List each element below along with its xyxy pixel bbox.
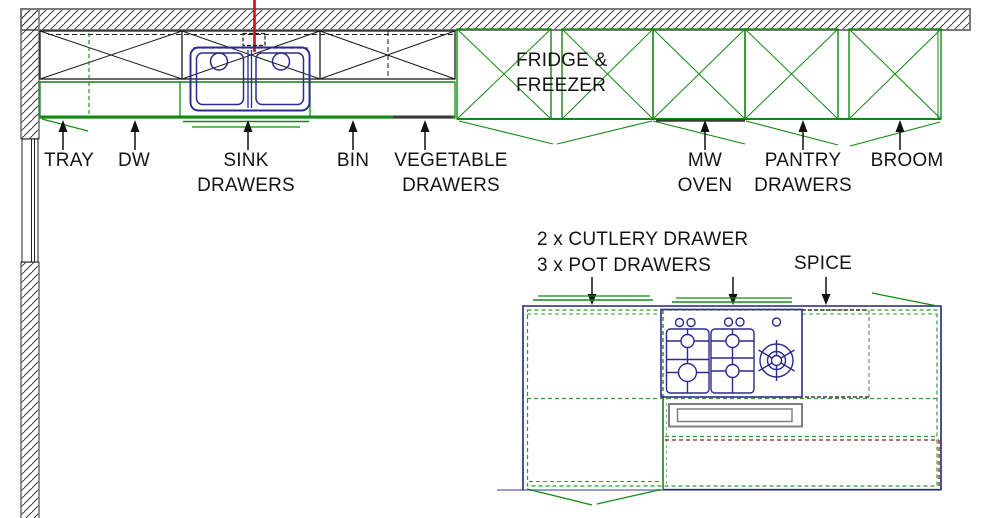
- label-broom: BROOM: [870, 150, 944, 171]
- label-mw-oven: MW OVEN: [677, 150, 733, 196]
- label-cutlery-drawer: 2 x CUTLERY DRAWER: [537, 229, 749, 250]
- label-spice: SPICE: [794, 253, 853, 274]
- label-bin: BIN: [336, 150, 370, 171]
- label-fridge-freezer: FRIDGE & FREEZER: [516, 50, 608, 96]
- cooktop: [660, 308, 803, 398]
- sink: [189, 46, 311, 112]
- label-arrows-up: [58, 120, 905, 150]
- window: [20, 138, 40, 263]
- top-wall: [20, 8, 971, 31]
- label-dw: DW: [117, 150, 151, 171]
- label-sink-drawers: SINK DRAWERS: [197, 150, 295, 196]
- island: [497, 292, 942, 506]
- tall-cabinets: [456, 28, 942, 120]
- label-pantry-drawers: PANTRY DRAWERS: [754, 150, 852, 196]
- tall-cabinet-door-swings: [458, 120, 941, 147]
- island-drawer-front-lines: [533, 295, 792, 303]
- left-wall: [20, 8, 40, 518]
- label-pot-drawers: 3 x POT DRAWERS: [537, 255, 712, 276]
- label-vegetable-drawers: VEGETABLE DRAWERS: [394, 150, 508, 196]
- label-arrows-down: [587, 277, 831, 305]
- label-tray: TRAY: [43, 150, 95, 171]
- oven-handle: [668, 403, 803, 428]
- wok-burner: [758, 340, 795, 381]
- tap-supply-line: [242, 0, 266, 52]
